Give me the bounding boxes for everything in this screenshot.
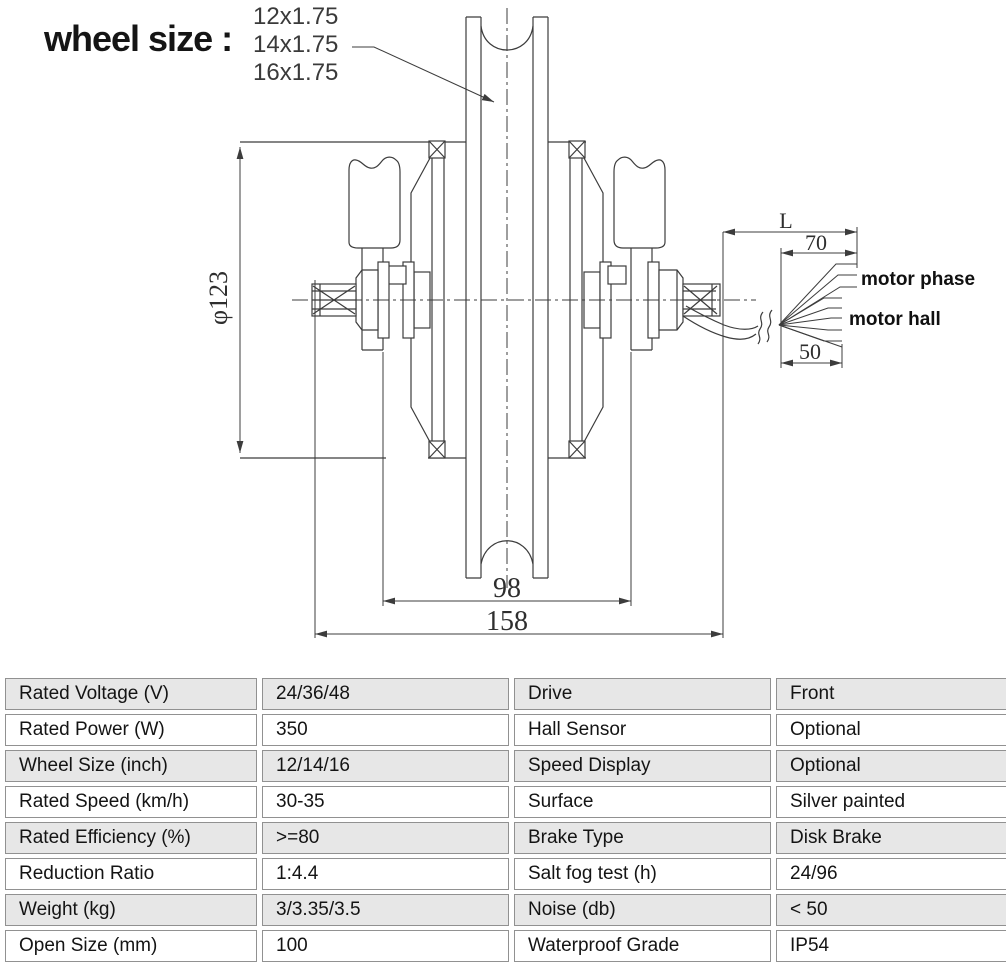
spec-value: 100 bbox=[262, 930, 509, 962]
motor-hall-label: motor hall bbox=[849, 309, 941, 330]
spec-label: Wheel Size (inch) bbox=[5, 750, 257, 782]
spec-row: Open Size (mm) 100 Waterproof Grade IP54 bbox=[5, 930, 1006, 962]
spec-value: 1:4.4 bbox=[262, 858, 509, 890]
spec-label: Open Size (mm) bbox=[5, 930, 257, 962]
spec-label: Rated Voltage (V) bbox=[5, 678, 257, 710]
spec-value: 24/96 bbox=[776, 858, 1006, 890]
spec-label: Hall Sensor bbox=[514, 714, 771, 746]
wheel-size-option: 16x1.75 bbox=[253, 59, 339, 86]
spec-value: Optional bbox=[776, 750, 1006, 782]
spec-value: 30-35 bbox=[262, 786, 509, 818]
spec-table: Rated Voltage (V) 24/36/48 Drive Front R… bbox=[0, 674, 1006, 966]
wheel-size-option: 14x1.75 bbox=[253, 31, 339, 58]
spec-value: 3/3.35/3.5 bbox=[262, 894, 509, 926]
spec-value: 350 bbox=[262, 714, 509, 746]
spec-label: Brake Type bbox=[514, 822, 771, 854]
spec-label: Drive bbox=[514, 678, 771, 710]
spec-row: Rated Efficiency (%) >=80 Brake Type Dis… bbox=[5, 822, 1006, 854]
spec-value: IP54 bbox=[776, 930, 1006, 962]
dim-label-diameter: φ123 bbox=[204, 271, 233, 325]
wheel-size-option: 12x1.75 bbox=[253, 3, 339, 30]
phase-wire bbox=[778, 274, 857, 326]
motor-wires bbox=[778, 263, 857, 348]
spec-label: Rated Power (W) bbox=[5, 714, 257, 746]
dimension-lines bbox=[236, 46, 858, 638]
spec-label: Rated Efficiency (%) bbox=[5, 822, 257, 854]
spec-row: Wheel Size (inch) 12/14/16 Speed Display… bbox=[5, 750, 1006, 782]
phase-wire bbox=[778, 263, 857, 326]
spec-value: Optional bbox=[776, 714, 1006, 746]
spec-row: Rated Speed (km/h) 30-35 Surface Silver … bbox=[5, 786, 1006, 818]
dim-label-overall-width: 158 bbox=[486, 606, 528, 637]
dim-label-phase-length: 70 bbox=[805, 230, 827, 255]
spec-row: Weight (kg) 3/3.35/3.5 Noise (db) < 50 bbox=[5, 894, 1006, 926]
spec-label: Noise (db) bbox=[514, 894, 771, 926]
spec-row: Rated Voltage (V) 24/36/48 Drive Front bbox=[5, 678, 1006, 710]
spec-value: Silver painted bbox=[776, 786, 1006, 818]
spec-label: Waterproof Grade bbox=[514, 930, 771, 962]
spec-label: Speed Display bbox=[514, 750, 771, 782]
motor-cable bbox=[682, 305, 773, 345]
hall-wire bbox=[778, 324, 843, 348]
hub-motor-technical-drawing: φ123 98 158 L 70 50 motor phase motor ha… bbox=[44, 3, 975, 638]
spec-label: Surface bbox=[514, 786, 771, 818]
spec-label: Weight (kg) bbox=[5, 894, 257, 926]
spec-value: Disk Brake bbox=[776, 822, 1006, 854]
spec-label: Salt fog test (h) bbox=[514, 858, 771, 890]
dim-label-hub-width: 98 bbox=[493, 573, 521, 604]
spec-value: < 50 bbox=[776, 894, 1006, 926]
motor-phase-label: motor phase bbox=[861, 269, 975, 290]
spec-label: Rated Speed (km/h) bbox=[5, 786, 257, 818]
spec-label: Reduction Ratio bbox=[5, 858, 257, 890]
dim-label-cable-total: L bbox=[779, 208, 792, 233]
hall-wire bbox=[778, 297, 842, 326]
spec-row: Rated Power (W) 350 Hall Sensor Optional bbox=[5, 714, 1006, 746]
wheel-rim bbox=[465, 16, 549, 579]
wheel-size-leader bbox=[352, 46, 495, 103]
spec-value: >=80 bbox=[262, 822, 509, 854]
spec-value: 24/36/48 bbox=[262, 678, 509, 710]
centerlines bbox=[292, 8, 756, 588]
spec-row: Reduction Ratio 1:4.4 Salt fog test (h) … bbox=[5, 858, 1006, 890]
motor-body bbox=[240, 140, 604, 459]
dim-label-hall-length: 50 bbox=[799, 339, 821, 364]
drawing-canvas: φ123 98 158 L 70 50 motor phase motor ha… bbox=[204, 8, 975, 638]
hall-wire bbox=[778, 324, 842, 331]
hall-wire bbox=[778, 307, 842, 326]
wheel-size-options: 12x1.75 14x1.75 16x1.75 bbox=[253, 3, 338, 87]
hall-wire bbox=[778, 317, 842, 326]
wheel-size-title: wheel size : bbox=[44, 18, 233, 59]
spec-value: 12/14/16 bbox=[262, 750, 509, 782]
spec-value: Front bbox=[776, 678, 1006, 710]
